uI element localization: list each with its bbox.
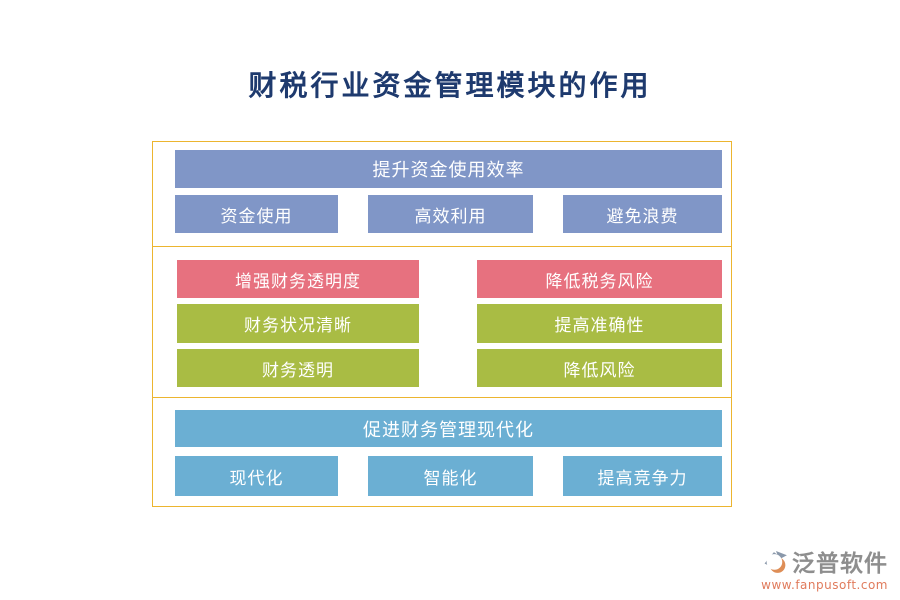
fanpu-logo-icon [764, 551, 787, 573]
section-transparency-risk: 增强财务透明度 财务状况清晰 财务透明 降低税务风险 提高准确性 降低风险 [152, 246, 732, 398]
fanpu-logo-text: 泛普软件 [792, 549, 888, 577]
section-efficiency: 提升资金使用效率 资金使用 高效利用 避免浪费 [152, 141, 732, 247]
section-modernization: 促进财务管理现代化 现代化 智能化 提高竞争力 [152, 397, 732, 507]
efficiency-header-bar: 提升资金使用效率 [175, 150, 722, 188]
fanpu-logo: 泛普软件 www.fanpusoft.com [761, 550, 888, 592]
modernization-header-bar: 促进财务管理现代化 [175, 410, 722, 447]
efficiency-item-avoid-waste: 避免浪费 [563, 195, 722, 233]
modernization-item-intelligent: 智能化 [368, 456, 533, 496]
transparency-item-clear-status: 财务状况清晰 [177, 304, 419, 343]
transparency-header-bar: 增强财务透明度 [177, 260, 419, 298]
risk-header-bar: 降低税务风险 [477, 260, 722, 298]
modernization-item-competitiveness: 提高竞争力 [563, 456, 722, 496]
efficiency-item-efficient-use: 高效利用 [368, 195, 533, 233]
risk-item-accuracy: 提高准确性 [477, 304, 722, 343]
fanpu-logo-url: www.fanpusoft.com [761, 578, 888, 592]
page-title: 财税行业资金管理模块的作用 [248, 69, 652, 102]
risk-item-lower-risk: 降低风险 [477, 349, 722, 387]
efficiency-item-funding-use: 资金使用 [175, 195, 338, 233]
modernization-item-modern: 现代化 [175, 456, 338, 496]
transparency-item-financial-transparency: 财务透明 [177, 349, 419, 387]
